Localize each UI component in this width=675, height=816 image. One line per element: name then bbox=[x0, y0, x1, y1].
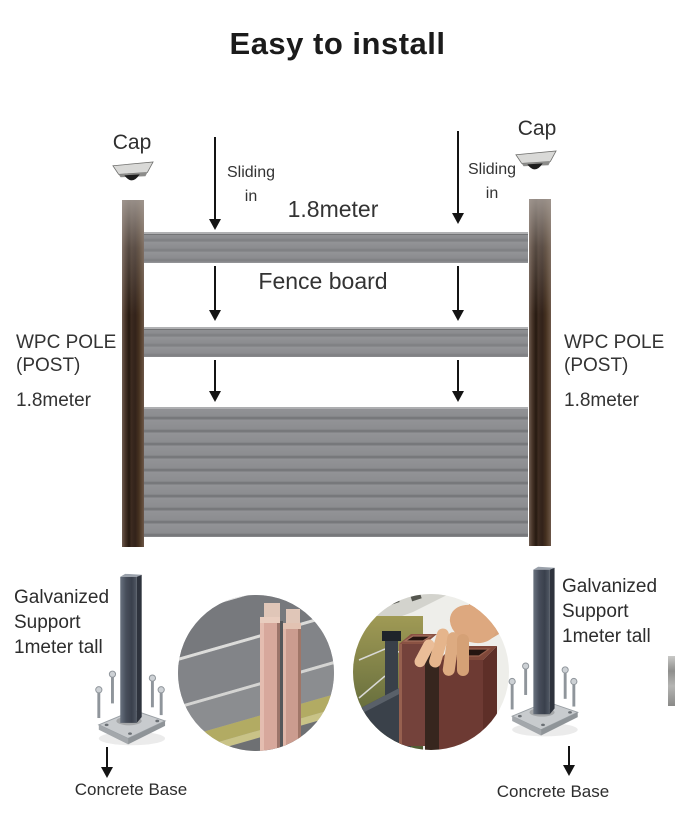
galvanized-support-icon bbox=[503, 560, 583, 748]
cap-label-left: Cap bbox=[112, 131, 152, 154]
down-arrow-icon bbox=[452, 360, 464, 402]
cropped-image-fragment bbox=[668, 656, 675, 706]
concrete-base-label-right: Concrete Base bbox=[496, 782, 610, 801]
fence-board-middle bbox=[144, 327, 528, 357]
wpc-pole-right bbox=[529, 199, 551, 546]
fence-board-label: Fence board bbox=[258, 268, 388, 294]
page-title: Easy to install bbox=[229, 26, 446, 61]
support-label-line2: Support bbox=[562, 601, 629, 622]
down-arrow-icon bbox=[209, 266, 221, 321]
sliding-in-label-left: Sliding in bbox=[221, 161, 281, 209]
support-label-line3: 1meter tall bbox=[562, 626, 651, 647]
post-cap-icon bbox=[111, 157, 155, 186]
fence-panel-bottom bbox=[144, 407, 528, 537]
galvanized-support-label-right: Galvanized Support 1meter tall bbox=[562, 574, 657, 649]
galvanized-support-icon bbox=[90, 567, 170, 757]
post-installation-photo bbox=[353, 594, 509, 750]
support-label-line3: 1meter tall bbox=[14, 637, 103, 658]
spacer bbox=[16, 377, 116, 389]
sliding-in-label-right: Sliding in bbox=[462, 158, 522, 206]
cap-label-right: Cap bbox=[517, 117, 557, 140]
galvanized-support-label-left: Galvanized Support 1meter tall bbox=[14, 585, 109, 660]
wpc-pole-left bbox=[122, 200, 144, 547]
down-arrow-icon bbox=[452, 266, 464, 321]
pole-label-line2: (POST) bbox=[16, 355, 81, 376]
sliding-in-line1: Sliding bbox=[467, 161, 517, 178]
pole-height-label: 1.8meter bbox=[16, 390, 91, 411]
pole-label-line1: WPC POLE bbox=[16, 332, 117, 353]
board-connection-photo bbox=[178, 595, 334, 751]
down-arrow-icon bbox=[452, 131, 464, 224]
down-arrow-icon bbox=[101, 747, 113, 778]
down-arrow-icon bbox=[563, 746, 575, 776]
concrete-base-label-left: Concrete Base bbox=[74, 780, 188, 799]
sliding-in-line2: in bbox=[244, 188, 258, 205]
board-width-label: 1.8meter bbox=[287, 196, 379, 222]
sliding-in-line1: Sliding bbox=[226, 164, 276, 181]
pole-height-label: 1.8meter bbox=[564, 390, 639, 411]
fence-board-top bbox=[144, 232, 528, 263]
pole-label-line1: WPC POLE bbox=[564, 332, 665, 353]
wpc-pole-label-left: WPC POLE (POST) 1.8meter bbox=[16, 331, 116, 412]
pole-label-line2: (POST) bbox=[564, 355, 629, 376]
down-arrow-icon bbox=[209, 360, 221, 402]
support-label-line1: Galvanized bbox=[562, 576, 658, 597]
support-label-line1: Galvanized bbox=[14, 587, 110, 608]
wpc-pole-label-right: WPC POLE (POST) 1.8meter bbox=[564, 331, 664, 412]
sliding-in-line2: in bbox=[485, 185, 499, 202]
down-arrow-icon bbox=[209, 137, 221, 230]
spacer bbox=[564, 377, 664, 389]
support-label-line2: Support bbox=[14, 612, 81, 633]
